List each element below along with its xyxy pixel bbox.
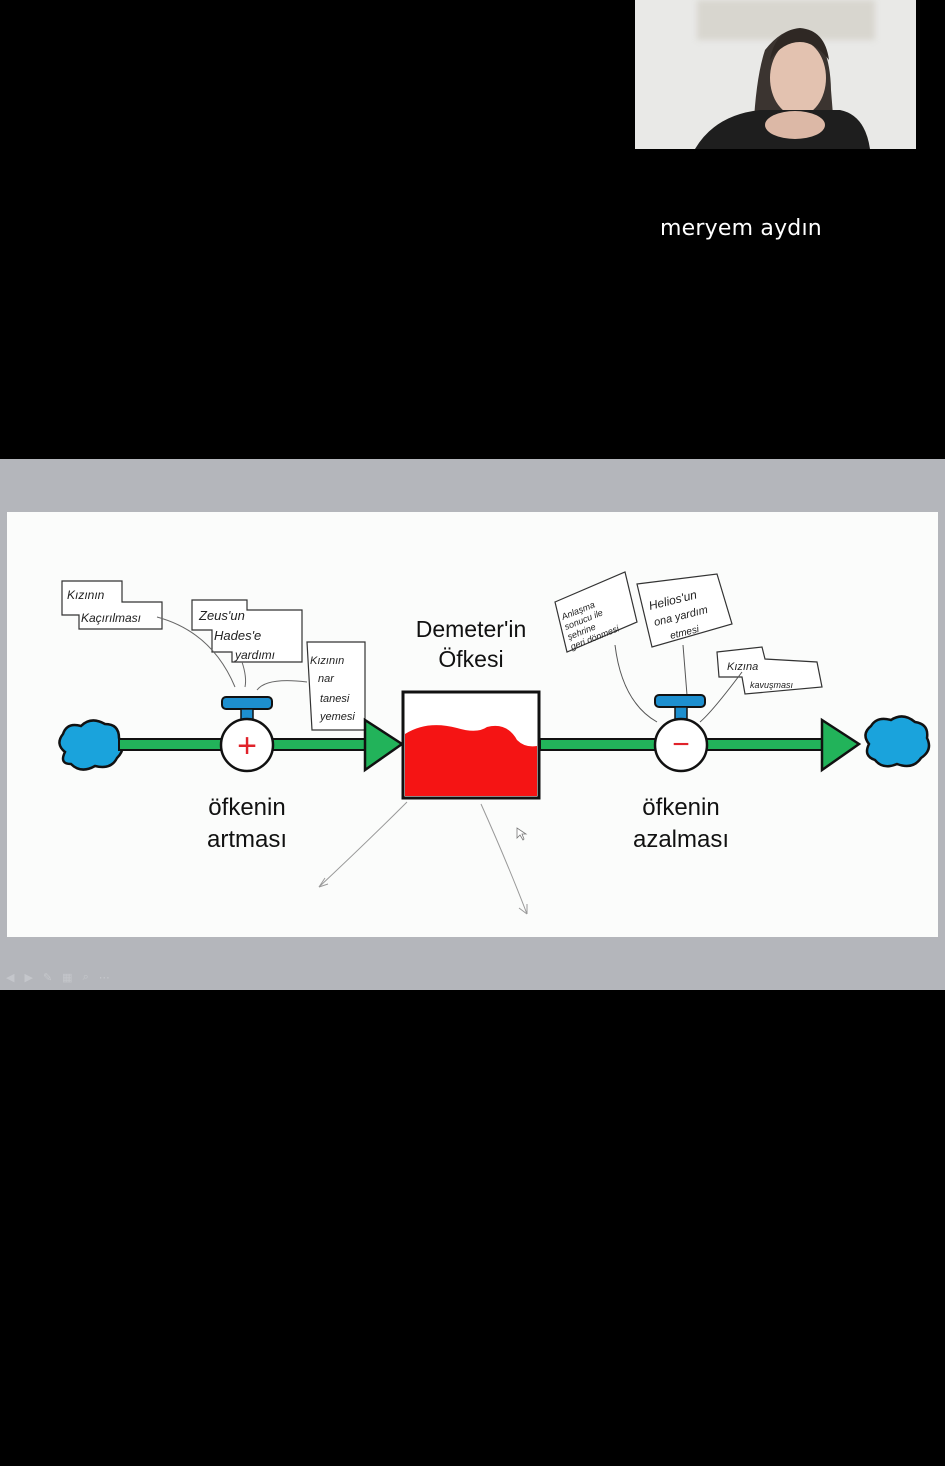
outflow-note-3: Kızına kavuşması <box>716 646 823 695</box>
minus-icon: − <box>672 728 690 761</box>
outflow-connectors <box>614 644 743 723</box>
more-icon[interactable]: ⋯ <box>98 971 110 984</box>
grid-icon[interactable]: ▦ <box>62 971 73 984</box>
outflow-valve: − <box>653 694 709 773</box>
mouse-cursor-icon <box>516 827 528 841</box>
prev-icon[interactable]: ◀ <box>6 971 15 984</box>
inflow-note-1: Kızının Kaçırılması <box>61 580 163 630</box>
note-text: Kızının <box>310 655 344 667</box>
note-text: Kızının <box>67 588 105 602</box>
note-text: yemesi <box>319 711 355 723</box>
note-text: Kızına <box>727 661 758 673</box>
note-text: tanesi <box>320 693 350 705</box>
participant-silhouette <box>695 28 870 149</box>
outflow-note-1: Anlaşma sonucu ile şehrine geri dönmesi <box>554 571 638 653</box>
source-cloud-icon <box>58 719 124 771</box>
note-text: yardımı <box>234 648 275 662</box>
note-text: Hades'e <box>214 628 261 643</box>
note-text: Zeus'un <box>198 608 245 623</box>
stock-fill <box>405 725 537 796</box>
outflow-note-2: Helios'un ona yardım etmesi <box>636 573 733 648</box>
note-text: kavuşması <box>750 680 794 690</box>
stock-box <box>401 690 541 800</box>
inflow-connectors <box>156 616 308 691</box>
note-text: nar <box>318 673 335 685</box>
inflow-label-line1: öfkenin <box>208 794 285 821</box>
stock-label-line1: Demeter'in <box>416 616 527 642</box>
inflow-note-3: Kızının nar tanesi yemesi <box>306 641 366 731</box>
next-icon[interactable]: ▶ <box>24 971 33 984</box>
inflow-label-line2: artması <box>207 826 287 853</box>
screen-share: Kızının Kaçırılması Zeus'un Hades'e yard… <box>0 459 945 990</box>
plus-icon: + <box>237 727 257 765</box>
outflow-label-line2: azalması <box>633 826 729 853</box>
stock-flow-diagram: Kızının Kaçırılması Zeus'un Hades'e yard… <box>58 571 931 915</box>
participant-name: meryem aydın <box>660 216 822 241</box>
outflow-label-line1: öfkenin <box>642 794 719 821</box>
note-text: Kaçırılması <box>81 611 141 625</box>
inflow-valve: + <box>219 696 275 773</box>
participant-video[interactable] <box>635 0 916 149</box>
sink-cloud-icon <box>864 715 931 768</box>
inflow-note-2: Zeus'un Hades'e yardımı <box>191 599 303 663</box>
pen-icon[interactable]: ✎ <box>42 971 53 984</box>
search-icon[interactable]: ⌕ <box>82 970 89 983</box>
stock-label-line2: Öfkesi <box>438 646 503 672</box>
presenter-toolbar: ◀ ▶ ✎ ▦ ⌕ ⋯ <box>6 969 110 985</box>
annotation-arrows <box>318 801 528 915</box>
slide: Kızının Kaçırılması Zeus'un Hades'e yard… <box>7 512 938 937</box>
